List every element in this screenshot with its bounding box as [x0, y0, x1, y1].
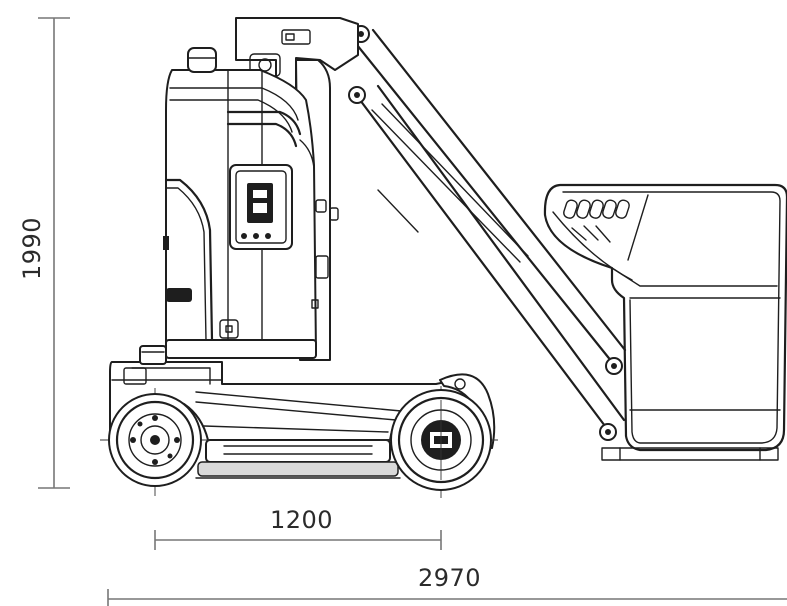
height-dimension-line [38, 17, 70, 489]
basket-vent-slots [563, 199, 630, 243]
length-dimension-line [107, 589, 787, 606]
front-wheel [100, 388, 210, 496]
machine-body [163, 47, 339, 361]
rear-wheel [380, 386, 498, 498]
control-panel [229, 164, 293, 250]
height-dimension-label: 1990 [18, 216, 46, 280]
overall-length-dimension-label: 2970 [418, 564, 482, 592]
wheelbase-dimension-label: 1200 [270, 506, 334, 534]
boom-arm [348, 25, 627, 441]
wheelbase-dimension-line [154, 530, 442, 550]
